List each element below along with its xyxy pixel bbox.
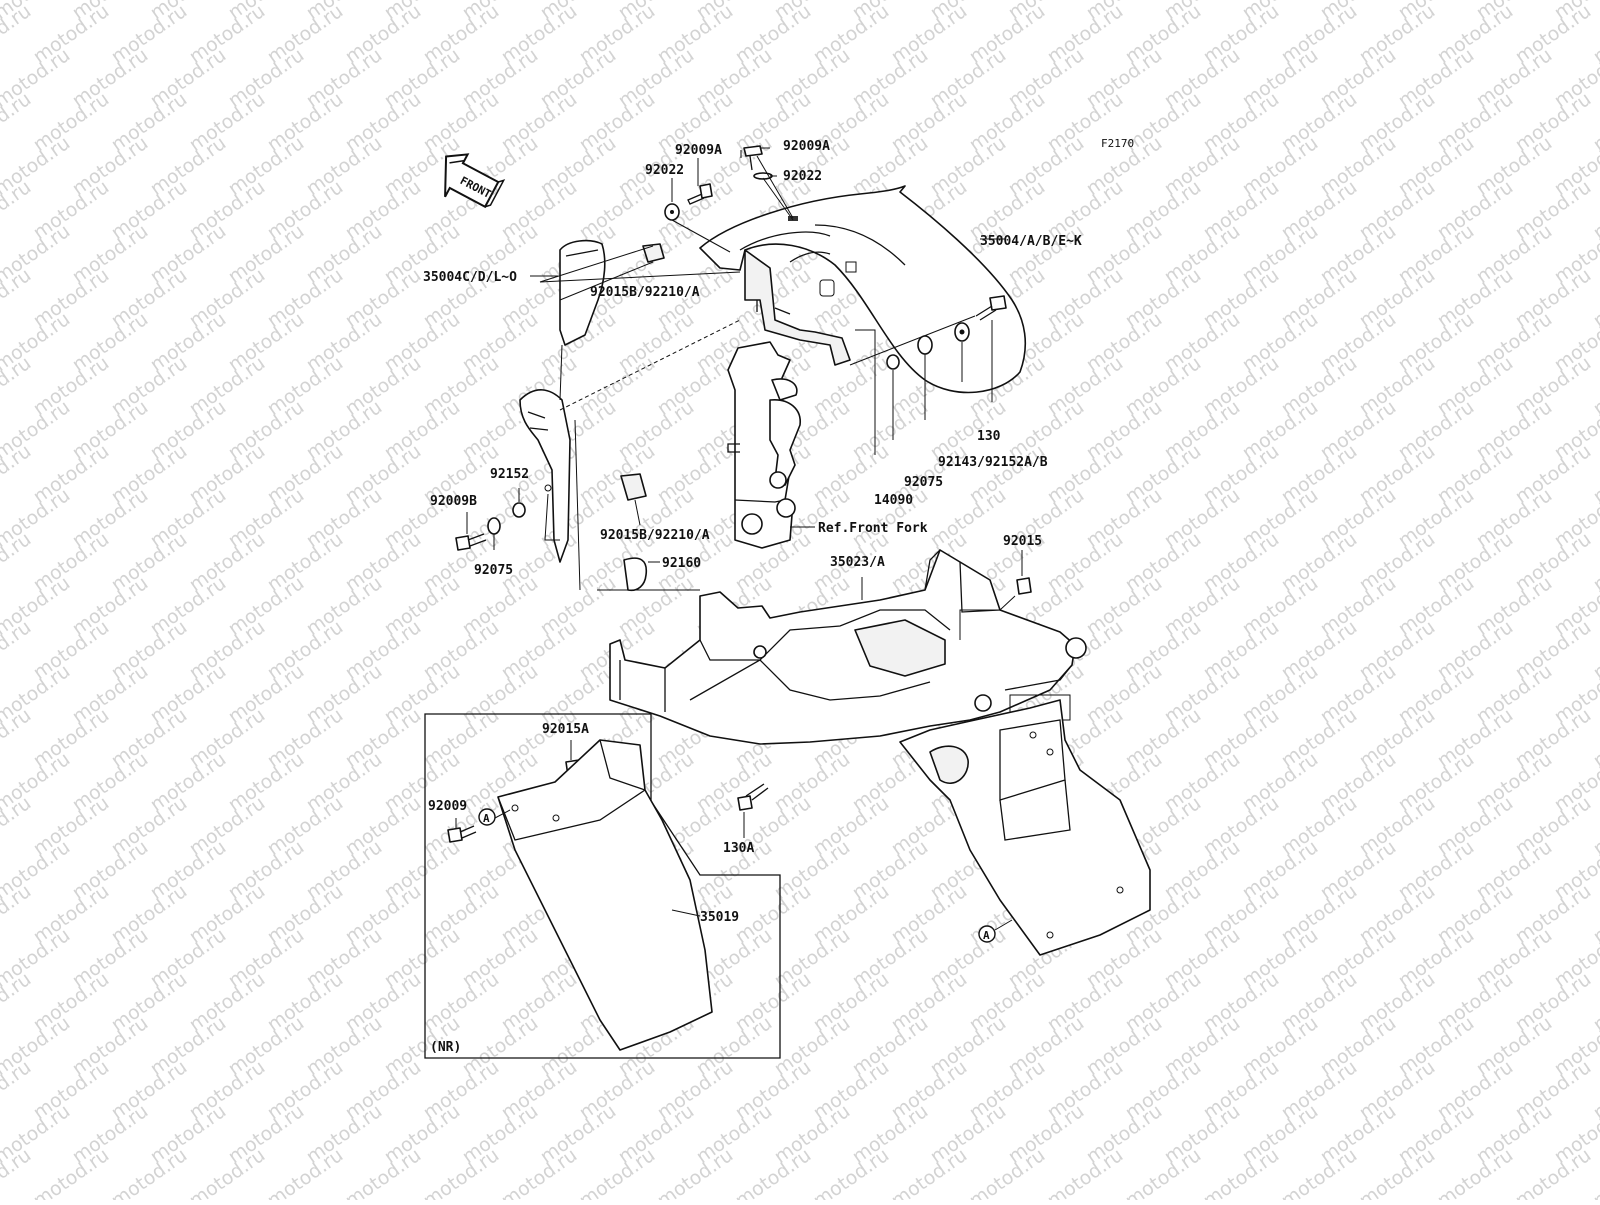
label-92022-right: 92022 xyxy=(783,169,822,184)
mud-flap-illustration xyxy=(497,739,713,1051)
label-92015a: 92015A xyxy=(542,722,589,737)
label-35023-a: 35023/A xyxy=(830,555,885,570)
label-92160: 92160 xyxy=(662,556,701,571)
side-cover-illustration xyxy=(519,239,606,563)
label-35004-abek: 35004/A/B/E~K xyxy=(980,234,1082,249)
label-92015b-92210a-bottom: 92015B/92210/A xyxy=(600,528,710,543)
watermark-text: motod.ru xyxy=(1589,968,1600,1036)
part-labels: 92009A 92009A 92022 92022 35004/A/B/E~K … xyxy=(423,139,1082,925)
watermark-text: motod.ru xyxy=(1589,1144,1600,1200)
front-arrow-icon: FRONT xyxy=(444,153,506,209)
watermark-text: motod.ru xyxy=(1589,880,1600,948)
nr-box-outline xyxy=(424,713,781,1059)
rear-inner-fender-illustration xyxy=(609,549,1087,745)
watermark-text: motod.ru xyxy=(1589,1056,1600,1124)
watermark-text: motod.ru xyxy=(1589,792,1600,860)
watermark-text: motod.ru xyxy=(1589,528,1600,596)
watermark-text: motod.ru xyxy=(1589,176,1600,244)
figure-code: F2170 xyxy=(1101,137,1134,150)
label-92015: 92015 xyxy=(1003,534,1042,549)
watermark-text: motod.ru xyxy=(1589,440,1600,508)
watermark-text: motod.ru xyxy=(1589,264,1600,332)
label-92152: 92152 xyxy=(490,467,529,482)
clip-92015b-top-illustration xyxy=(642,243,665,263)
label-35019: 35019 xyxy=(700,910,739,925)
label-130: 130 xyxy=(977,429,1001,444)
callout-a-left-letter: A xyxy=(483,812,490,825)
label-92015b-92210a-top: 92015B/92210/A xyxy=(590,285,700,300)
license-plate-holder-illustration xyxy=(899,699,1151,956)
watermark-text: motod.ru xyxy=(1589,352,1600,420)
label-92009a-top: 92009A xyxy=(783,139,830,154)
watermark-text: motod.ru xyxy=(1589,704,1600,772)
label-92075-left: 92075 xyxy=(474,563,513,578)
callout-a-left: A xyxy=(478,808,496,826)
watermark-text: motod.ru xyxy=(1589,0,1600,68)
callout-a-right-letter: A xyxy=(983,929,990,942)
clip-92015b-bottom-illustration xyxy=(620,473,647,501)
leader-lines xyxy=(455,147,1023,931)
watermark-text: motod.ru xyxy=(1589,616,1600,684)
label-35004c-d-l-o: 35004C/D/L~O xyxy=(423,270,517,285)
label-92009: 92009 xyxy=(428,799,467,814)
front-fork-illustration xyxy=(727,341,801,549)
label-92143-92152ab: 92143/92152A/B xyxy=(938,455,1048,470)
label-92075-right: 92075 xyxy=(904,475,943,490)
label-ref-front-fork: Ref.Front Fork xyxy=(818,521,928,536)
callout-a-right: A xyxy=(978,925,996,943)
front-fender-illustration xyxy=(699,185,1027,394)
watermark-text: motod.ru xyxy=(1589,88,1600,156)
label-14090: 14090 xyxy=(874,493,913,508)
label-130a: 130A xyxy=(723,841,754,856)
label-92022-left: 92022 xyxy=(645,163,684,178)
nr-box-label: (NR) xyxy=(430,1040,461,1055)
label-92009b: 92009B xyxy=(430,494,477,509)
label-92009a-left: 92009A xyxy=(675,143,722,158)
